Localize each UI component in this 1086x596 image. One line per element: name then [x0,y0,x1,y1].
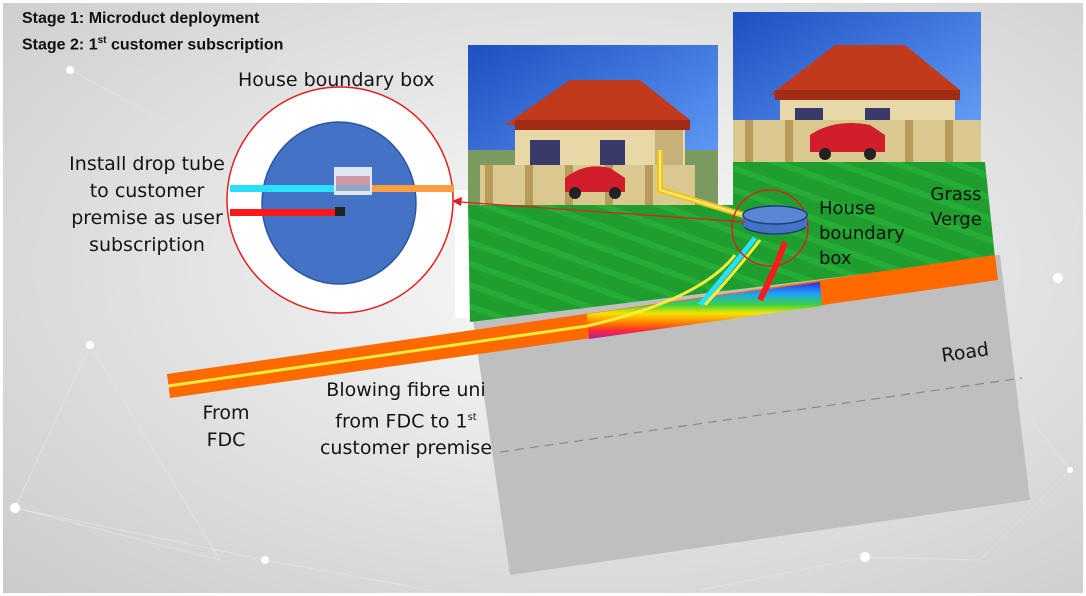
stage-1-title: Stage 1: Microduct deployment [22,10,260,27]
grass-verge-label: Grass Verge [930,184,982,230]
blowing-fibre-label: Blowing fibre uni from FDC to 1st custom… [319,379,493,460]
house-image-left [468,45,718,210]
house-image-right [733,12,981,165]
house-boundary-box-title: House boundary box [238,69,435,91]
install-drop-tube-label: Install drop tube to customer premise as… [69,153,225,256]
from-fdc-label: From FDC [202,402,250,451]
stage-2-title: Stage 2: 1st customer subscription [22,35,284,54]
house-boundary-box-label: House boundary box [819,198,905,269]
